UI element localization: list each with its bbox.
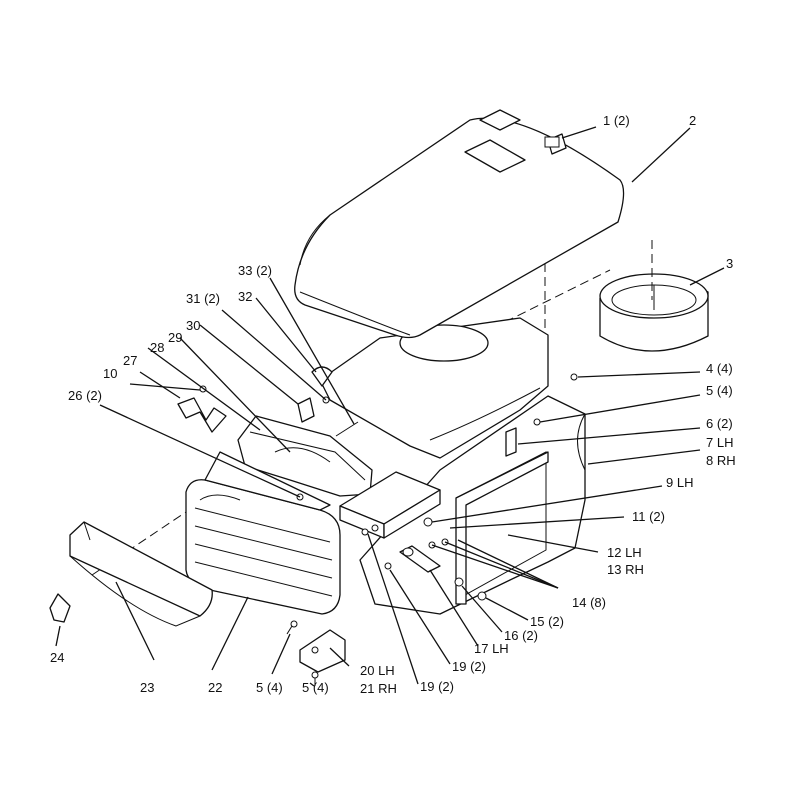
grille-bracket [177, 397, 227, 433]
mounting-plate-lh [299, 629, 346, 673]
callout-3: 3 [726, 256, 733, 271]
callout-33: 33 (2) [238, 263, 272, 278]
callout-20: 20 LH [360, 663, 395, 678]
hardware-cluster [361, 373, 578, 601]
callout-1: 1 (2) [603, 113, 630, 128]
callout-11: 11 (2) [632, 509, 665, 524]
callout-2: 2 [689, 113, 696, 128]
callout-labels: 1 (2) 2 3 4 (4) 5 (4) 6 (2) 7 LH 8 RH 9 … [50, 113, 736, 696]
callout-5c: 5 (4) [302, 680, 329, 695]
callout-19a: 19 (2) [452, 659, 486, 674]
callout-14: 14 (8) [572, 595, 606, 610]
air-filter-ring [599, 273, 709, 352]
plate-lh [399, 545, 441, 573]
callout-4: 4 (4) [706, 361, 733, 376]
callout-27: 27 [123, 353, 137, 368]
hood-latch [544, 136, 560, 148]
callout-10: 10 [103, 366, 117, 381]
callout-22: 22 [208, 680, 222, 695]
callout-28: 28 [150, 340, 164, 355]
callout-30: 30 [186, 318, 200, 333]
callout-17: 17 LH [474, 641, 509, 656]
callout-19b: 19 (2) [420, 679, 454, 694]
callout-29: 29 [168, 330, 182, 345]
front-bumper [69, 521, 213, 627]
callout-12: 12 LH [607, 545, 642, 560]
callout-9: 9 LH [666, 475, 693, 490]
callout-5: 5 (4) [706, 383, 733, 398]
callout-24: 24 [50, 650, 64, 665]
callout-15: 15 (2) [530, 614, 564, 629]
callout-8: 8 RH [706, 453, 736, 468]
emblem [49, 593, 71, 623]
callout-26: 26 (2) [68, 388, 102, 403]
screw-lower [286, 620, 319, 686]
callout-6: 6 (2) [706, 416, 733, 431]
callout-7: 7 LH [706, 435, 733, 450]
latch-bracket [297, 366, 333, 423]
bumper-pad [505, 427, 517, 457]
callout-31: 31 (2) [186, 291, 220, 306]
leader-lines [55, 126, 725, 687]
callout-5b: 5 (4) [256, 680, 283, 695]
callout-16: 16 (2) [504, 628, 538, 643]
side-bracket-lh [455, 451, 549, 605]
hood [294, 109, 625, 339]
hood-rod [335, 421, 359, 437]
callout-13: 13 RH [607, 562, 644, 577]
callout-32: 32 [238, 289, 252, 304]
callout-21: 21 RH [360, 681, 397, 696]
callout-23: 23 [140, 680, 154, 695]
